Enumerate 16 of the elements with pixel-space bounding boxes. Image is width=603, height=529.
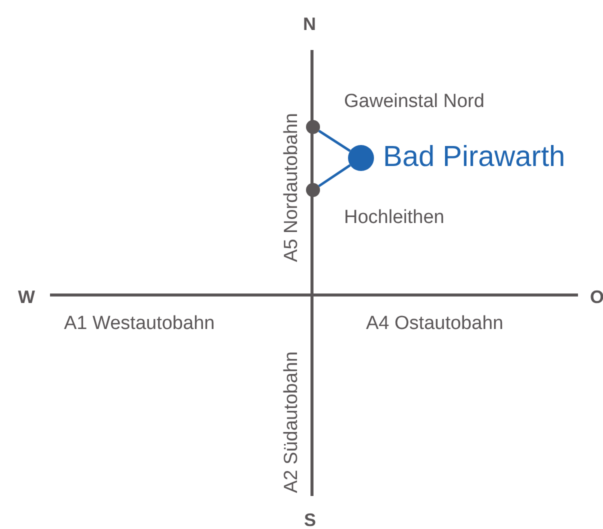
road-name: A5 Nordautobahn: [282, 113, 301, 262]
road-name: A1 Westautobahn: [64, 314, 215, 333]
road-name: A4 Ostautobahn: [366, 314, 504, 333]
compass-letter: O: [590, 288, 603, 306]
connector-line: [318, 164, 351, 188]
exit-name: Gaweinstal Nord: [344, 92, 484, 111]
road-name: A2 Südautobahn: [282, 351, 301, 493]
compass-letter: W: [18, 288, 35, 306]
junction-dot: [306, 120, 320, 134]
location-marker: [348, 145, 374, 171]
compass-letter: N: [303, 15, 316, 33]
exit-name: Hochleithen: [344, 208, 444, 227]
junction-dot: [306, 183, 320, 197]
compass-letter: S: [304, 511, 316, 529]
place-name: Bad Pirawarth: [383, 143, 566, 172]
connector-line: [318, 130, 351, 152]
